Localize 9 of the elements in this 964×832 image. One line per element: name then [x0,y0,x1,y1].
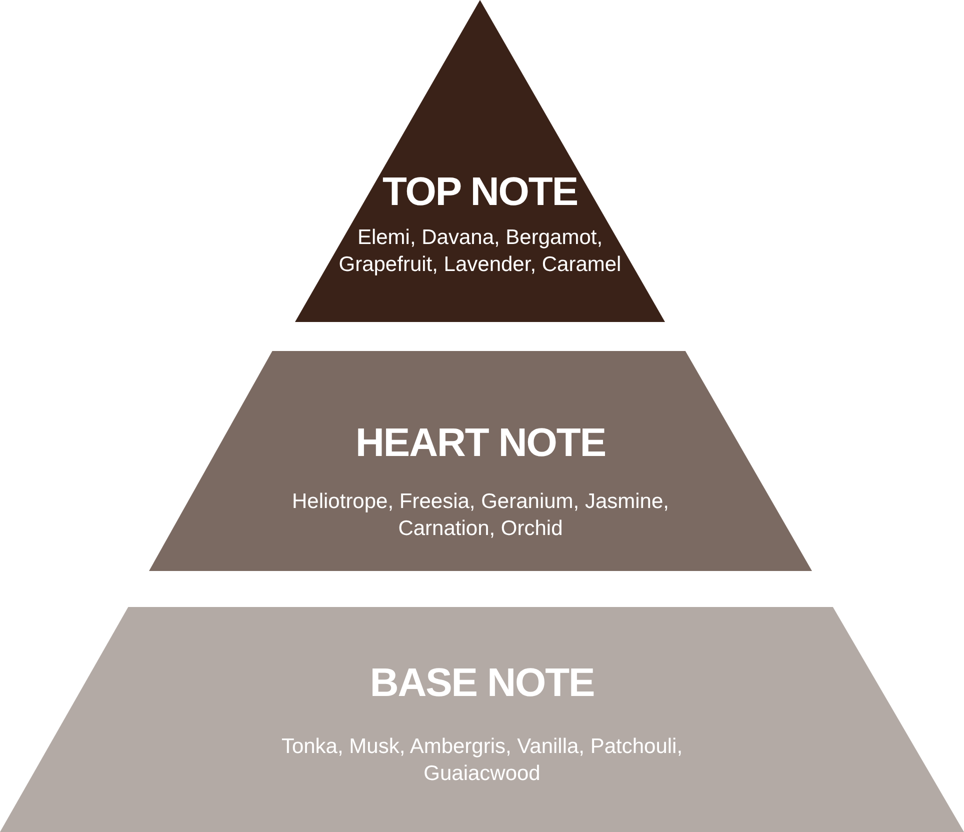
note-ingredients: Heliotrope, Freesia, Geranium, Jasmine, Carnation, Orchid [291,489,670,542]
pyramid-middle-band [149,351,812,571]
note-ingredients: Elemi, Davana, Bergamot, Grapefruit, Lavender, Caramel [338,225,622,278]
pyramid-base-band [0,607,964,832]
note-heading: BASE NOTE [370,660,594,707]
note-ingredients: Tonka, Musk, Ambergris, Vanilla, Patchouli, Guaiacwood [280,734,684,787]
note-heading: TOP NOTE [382,169,578,216]
note-heading: HEART NOTE [356,420,606,467]
pyramid-top-triangle [295,0,665,322]
